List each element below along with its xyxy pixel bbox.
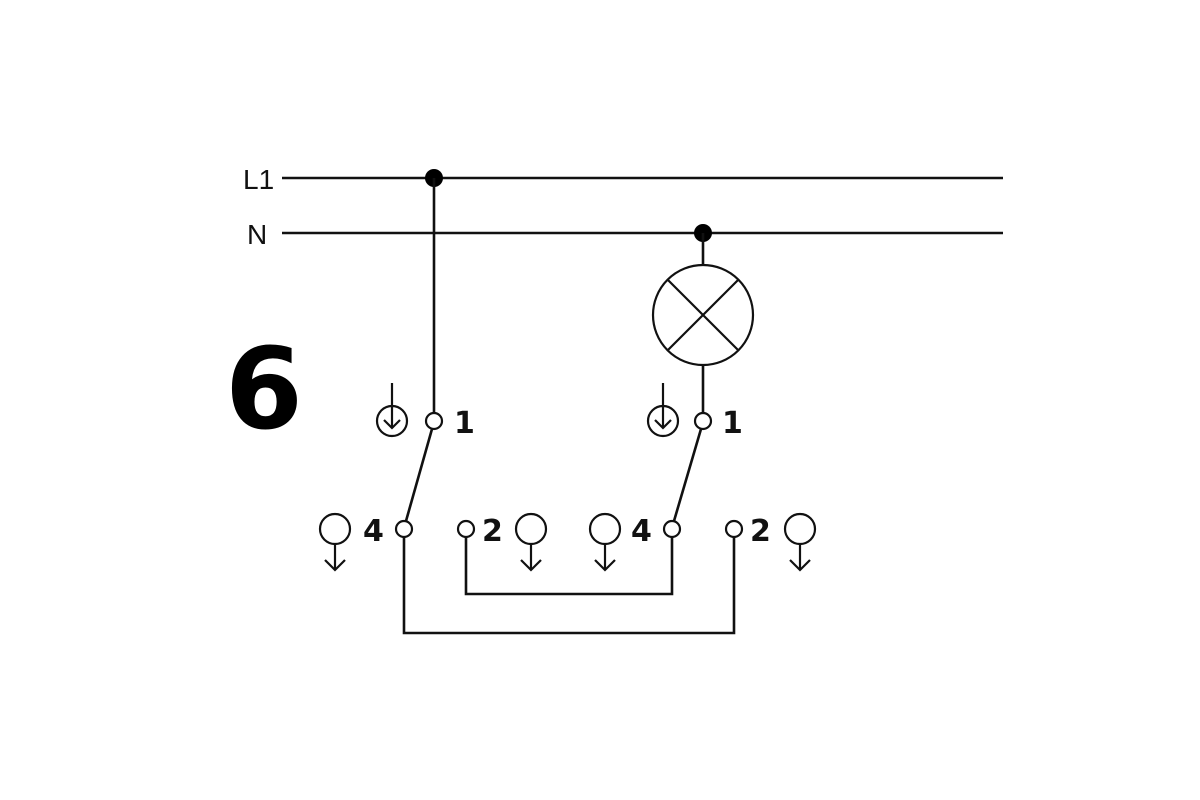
lamp-symbol [651,263,755,367]
rail-label-n: N [247,219,267,250]
switch-a-label-2: 2 [482,514,503,549]
switch-a-terminal-2 [456,519,476,539]
switch-b-terminal-1 [693,411,713,431]
switch-a-terminal-1 [424,411,444,431]
traveller-wire-outer [402,537,736,635]
pushbutton-icon-b4 [588,512,622,572]
diagram-number: 6 [225,325,303,455]
traveller-wire-inner [464,537,674,596]
switch-a-contact [404,428,434,522]
lamp-cross-b [666,278,740,352]
switch-a-terminal-4 [394,519,414,539]
switch-b: 1 4 2 [588,383,817,572]
switch-a: 1 4 2 [318,383,548,572]
pushbutton-icon-a2 [514,512,548,572]
rail-label-l1: L1 [243,164,274,195]
switch-b-label-2: 2 [750,514,771,549]
switch-a-label-4: 4 [363,514,384,549]
switch-a-label-1: 1 [454,406,475,441]
pushbutton-icon-b2 [783,512,817,572]
switch-b-terminal-4 [662,519,682,539]
pushbutton-icon-b [646,383,680,438]
pushbutton-icon-a4 [318,512,352,572]
switch-b-contact [672,428,703,522]
switch-b-terminal-2 [724,519,744,539]
pushbutton-icon-a [375,383,409,438]
switch-b-label-4: 4 [631,514,652,549]
switch-b-label-1: 1 [722,406,743,441]
